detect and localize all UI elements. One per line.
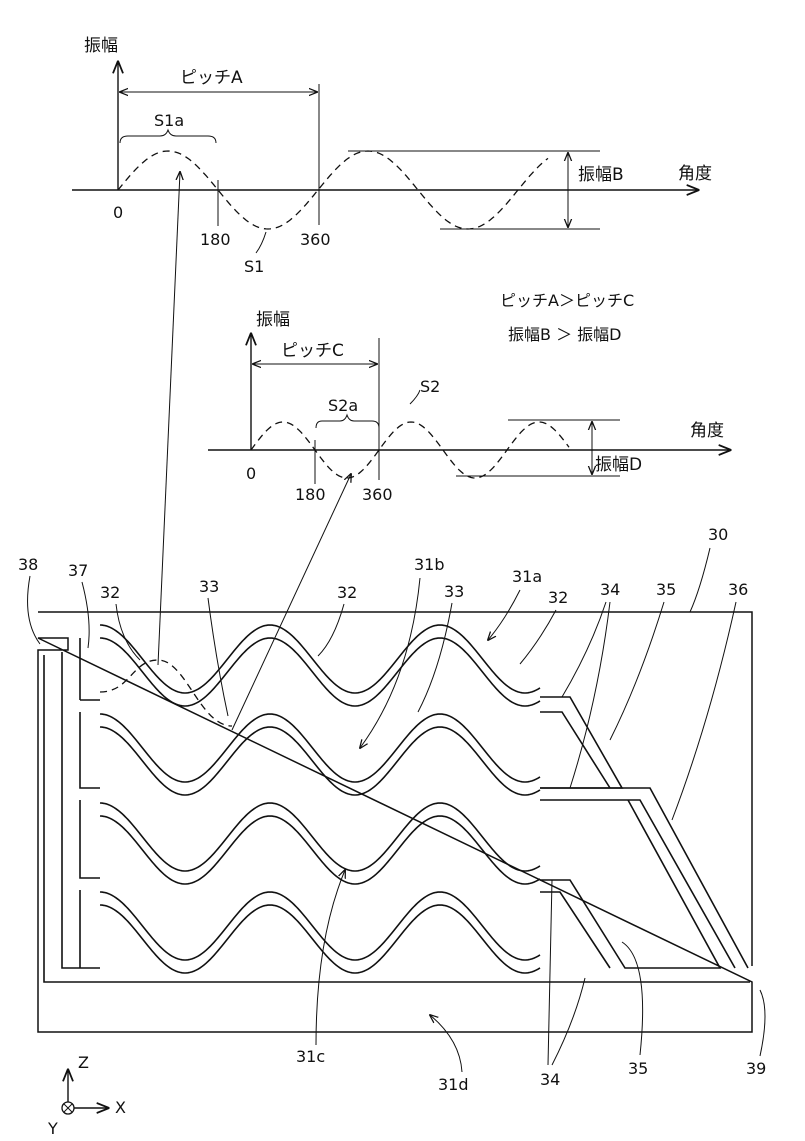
ref-35-bottom: 35: [628, 1059, 648, 1078]
ref-33-right-leader: [418, 603, 452, 712]
ref-33-right: 33: [444, 582, 464, 601]
top-y-axis-label: 振幅: [84, 36, 118, 56]
ref-35-top-leader: [610, 602, 664, 740]
flow-channel-3-upper: [100, 803, 540, 871]
ref-36: 36: [728, 580, 748, 599]
bottom-y-axis-label: 振幅: [256, 310, 290, 330]
ref-34-top: 34: [600, 580, 620, 599]
ref-31a: 31a: [512, 567, 542, 586]
bottom-waveform-graph: 振幅 角度 ピッチC S2a 0 180 360 S2 振幅D: [208, 310, 730, 504]
ref-32-mid: 32: [337, 583, 357, 602]
separator-plate: [38, 612, 752, 1032]
ref-31d-leader: [430, 1015, 462, 1072]
ref-39: 39: [746, 1059, 766, 1078]
ref-32-right: 32: [548, 588, 568, 607]
pointer-to-top-graph: [158, 172, 180, 665]
outlet-diagonal-2-outer: [540, 788, 748, 968]
ref-30: 30: [708, 525, 728, 544]
ref-33-left: 33: [199, 577, 219, 596]
reference-labels: 30 31a 31b 31c 31d 32 32 32 33 33 34 34 …: [18, 525, 766, 1094]
inlet-manifold: [62, 638, 100, 968]
ref-31a-leader: [488, 590, 520, 640]
ref-39-leader: [760, 990, 765, 1056]
bottom-curve-label: S2: [420, 377, 440, 396]
top-tick-label-180: 180: [200, 230, 231, 249]
ref-34-top-leader-b: [570, 602, 610, 788]
coordinate-system: Z X Y: [47, 1053, 126, 1138]
ref-34-bottom-leader-b: [552, 978, 585, 1065]
y-axis-label: Y: [47, 1119, 58, 1138]
relation-amplitude: 振幅B ＞ 振幅D: [508, 325, 621, 344]
bottom-tick-label-180: 180: [295, 485, 326, 504]
relation-pitch: ピッチA＞ピッチC: [500, 291, 634, 310]
top-pitch-label: ピッチA: [180, 68, 243, 88]
x-axis-label: X: [115, 1098, 126, 1117]
ref-32-right-leader: [520, 610, 556, 664]
top-curve-label: S1: [244, 257, 264, 276]
bottom-segment-label: S2a: [328, 396, 358, 415]
top-curve-leader: [256, 232, 266, 253]
ref-30-leader: [690, 548, 710, 612]
ref-38-leader: [28, 576, 40, 644]
bottom-curve-leader: [410, 390, 420, 404]
ref-37-leader: [82, 582, 89, 648]
top-segment-label: S1a: [154, 111, 184, 130]
bottom-channel-outer: [44, 655, 750, 982]
ref-31b: 31b: [414, 555, 445, 574]
top-x-axis-label: 角度: [678, 164, 712, 184]
bottom-pitch-label: ピッチC: [281, 341, 344, 361]
bottom-segment-brace: [316, 415, 379, 428]
top-tick-label-360: 360: [300, 230, 331, 249]
ref-31b-leader: [360, 578, 420, 748]
bottom-amplitude-label: 振幅D: [595, 455, 642, 475]
top-amplitude-label: 振幅B: [578, 165, 624, 185]
bottom-tick-label-360: 360: [362, 485, 393, 504]
outlet-diagonal-3: [540, 800, 720, 968]
top-tick-label-0: 0: [113, 203, 123, 222]
channel-centerline: [100, 660, 232, 726]
ref-34-top-leader-a: [562, 602, 606, 697]
flow-channel-4-upper: [100, 892, 540, 960]
ref-34-bottom-leader-a: [548, 880, 552, 1065]
ref-32-left: 32: [100, 583, 120, 602]
ref-34-bottom: 34: [540, 1070, 560, 1089]
flow-channel-2-upper: [100, 714, 540, 782]
ref-37: 37: [68, 561, 88, 580]
ref-31c-leader: [316, 870, 345, 1045]
ref-38: 38: [18, 555, 38, 574]
ref-35-bottom-leader: [622, 942, 643, 1055]
ref-36-leader: [672, 602, 736, 820]
manifold-link-2: [80, 712, 100, 788]
flow-channel-1-upper: [100, 625, 540, 693]
bottom-x-axis-label: 角度: [690, 421, 724, 441]
ref-31d: 31d: [438, 1075, 469, 1094]
manifold-link-3: [80, 800, 100, 878]
ref-31c: 31c: [296, 1047, 325, 1066]
top-waveform-graph: 振幅 角度 ピッチA S1a 0 180 360 S1 振幅B: [72, 36, 712, 276]
top-segment-brace: [120, 130, 216, 143]
z-axis-label: Z: [78, 1053, 89, 1072]
pointer-to-bottom-graph: [232, 474, 351, 730]
bottom-tick-label-0: 0: [246, 464, 256, 483]
ref-33-left-leader: [208, 598, 228, 716]
ref-35-top: 35: [656, 580, 676, 599]
